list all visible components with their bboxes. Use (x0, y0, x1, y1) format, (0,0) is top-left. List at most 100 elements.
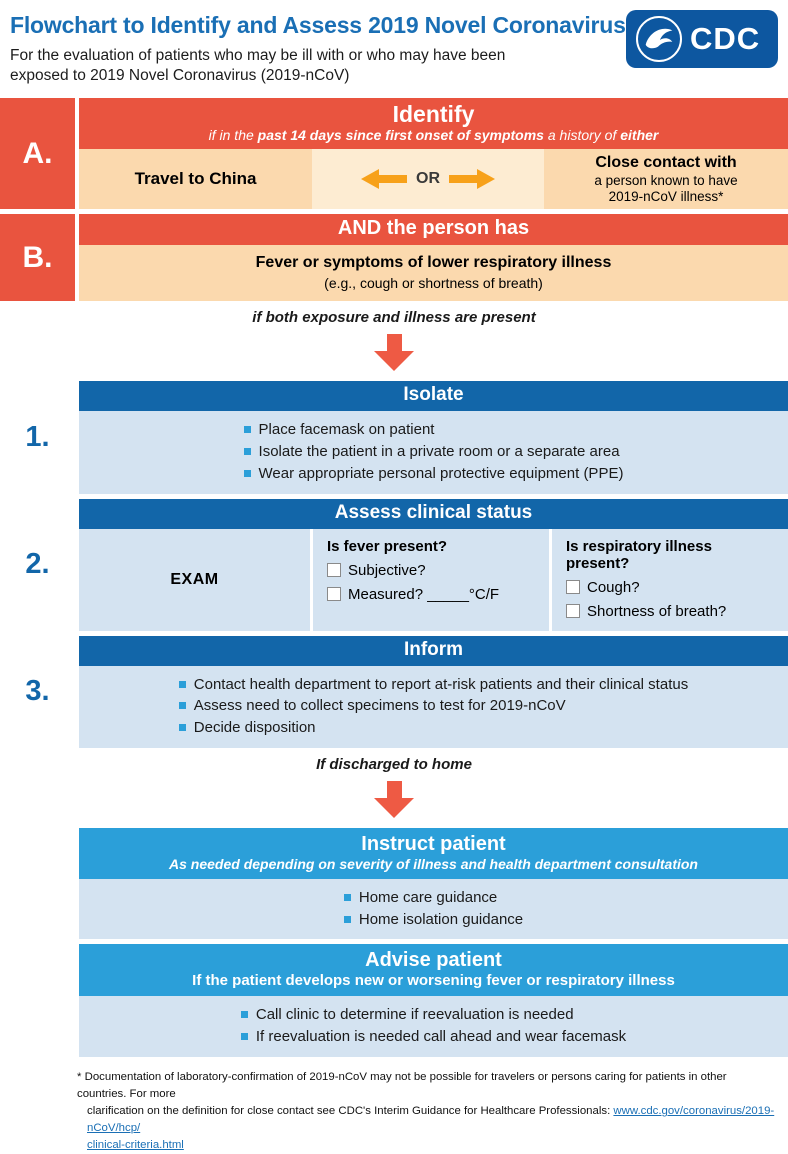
footnote-line1: * Documentation of laboratory-confirmati… (77, 1070, 727, 1101)
arrow-shaft (386, 334, 402, 352)
instruct-header: Instruct patient As needed depending on … (79, 827, 788, 879)
identify-title: Identify (392, 101, 475, 127)
instruct-bullet-list: Home care guidance Home isolation guidan… (343, 887, 523, 931)
list-item: Home isolation guidance (343, 909, 523, 931)
section-1-label: 1. (0, 381, 75, 494)
page-header: Flowchart to Identify and Assess 2019 No… (0, 10, 788, 98)
connector-text-exposure-illness: if both exposure and illness are present (252, 309, 536, 327)
fever-symptoms-text: Fever or symptoms of lower respiratory i… (255, 254, 612, 272)
fever-option-measured: Measured? _____°C/F (327, 586, 539, 603)
isolate-header: Isolate (79, 381, 788, 412)
section-a: A. Identify if in the past 14 days since… (0, 98, 788, 210)
identify-body: Travel to China OR Close contact with a … (79, 149, 788, 210)
identify-subtitle-text: if in the (208, 127, 258, 144)
close-contact-line3: 2019-nCoV illness* (608, 189, 724, 205)
list-item: If reevaluation is needed call ahead and… (240, 1026, 626, 1048)
respiratory-option-shortness: Shortness of breath? (566, 603, 778, 620)
connector-text-discharged-home: If discharged to home (316, 755, 472, 773)
fever-symptoms-body: Fever or symptoms of lower respiratory i… (79, 245, 788, 302)
identify-subtitle-text: a history of (543, 127, 621, 144)
isolate-bullet-list: Place facemask on patient Isolate the pa… (243, 419, 624, 485)
divider (549, 528, 552, 631)
list-item: Isolate the patient in a private room or… (243, 441, 624, 463)
section-b-label: B. (0, 214, 75, 302)
divider (310, 528, 313, 631)
footnote-line2: clarification on the definition for clos… (77, 1103, 779, 1137)
advise-bullet-list: Call clinic to determine if reevaluation… (240, 1004, 626, 1048)
section-3-inform: 3. Inform Contact health department to r… (0, 635, 788, 748)
divider (75, 944, 79, 1057)
close-contact-line2: a person known to have (594, 172, 738, 188)
instruct-subtitle: As needed depending on severity of illne… (169, 855, 698, 872)
divider (75, 98, 79, 210)
section-advise-patient: Advise patient If the patient develops n… (0, 944, 788, 1057)
divider (75, 635, 79, 748)
checkbox-icon (327, 563, 341, 578)
section-1-isolate: 1. Isolate Place facemask on patient Iso… (0, 381, 788, 494)
respiratory-option-cough: Cough? (566, 579, 778, 596)
inform-body: Contact health department to report at-r… (79, 665, 788, 748)
spacer-column (0, 944, 75, 1057)
section-2-label: 2. (0, 498, 75, 631)
section-instruct-patient: Instruct patient As needed depending on … (0, 827, 788, 940)
arrow-shaft (386, 780, 402, 798)
list-item: Assess need to collect specimens to test… (178, 695, 688, 717)
respiratory-question-column: Is respiratory illness present? Cough? S… (552, 529, 788, 631)
advise-header: Advise patient If the patient develops n… (79, 944, 788, 997)
cdc-hhs-logo: CDC (626, 10, 778, 68)
checkbox-icon (566, 604, 580, 619)
section-b: B. AND the person has Fever or symptoms … (0, 214, 788, 302)
cdc-logo-text: CDC (690, 21, 761, 56)
hhs-seal-icon (636, 16, 682, 62)
divider (75, 214, 79, 302)
fever-option-subjective: Subjective? (327, 562, 539, 579)
identify-subtitle: if in the past 14 days since first onset… (79, 127, 788, 143)
list-item: Call clinic to determine if reevaluation… (240, 1004, 626, 1026)
assess-header: Assess clinical status (79, 498, 788, 529)
down-arrow-icon (0, 780, 788, 818)
close-contact-line1: Close contact with (595, 153, 737, 171)
or-label: OR (416, 170, 440, 188)
instruct-body: Home care guidance Home isolation guidan… (79, 878, 788, 940)
divider (75, 827, 79, 940)
travel-to-china-cell: Travel to China (79, 149, 312, 210)
section-2-assess: 2. Assess clinical status EXAM Is fever … (0, 498, 788, 631)
advise-title: Advise patient (365, 949, 502, 972)
close-contact-cell: Close contact with a person known to hav… (544, 149, 788, 210)
option-label: Measured? _____°C/F (348, 585, 500, 603)
arrow-head (374, 351, 414, 372)
advise-subtitle: If the patient develops new or worsening… (192, 972, 675, 990)
isolate-body: Place facemask on patient Isolate the pa… (79, 411, 788, 494)
cdc-guidance-link-continued[interactable]: clinical-criteria.html (87, 1139, 184, 1152)
fever-question-column: Is fever present? Subjective? Measured? … (313, 529, 549, 631)
footnote: * Documentation of laboratory-confirmati… (77, 1069, 779, 1154)
advise-body: Call clinic to determine if reevaluation… (79, 996, 788, 1057)
footnote-line3: clinical-criteria.html (77, 1137, 779, 1154)
down-arrow-icon (0, 334, 788, 372)
list-item: Contact health department to report at-r… (178, 674, 688, 696)
fever-question: Is fever present? (327, 537, 448, 555)
checkbox-icon (566, 580, 580, 595)
inform-bullet-list: Contact health department to report at-r… (178, 674, 688, 739)
and-person-has-header: AND the person has (79, 214, 788, 246)
or-cell: OR (312, 149, 544, 210)
left-arrow-icon (361, 169, 407, 190)
option-label: Subjective? (348, 561, 426, 579)
arrow-head (374, 797, 414, 818)
divider (75, 381, 79, 494)
instruct-title: Instruct patient (361, 832, 506, 855)
inform-header: Inform (79, 635, 788, 666)
option-label: Shortness of breath? (587, 602, 727, 620)
page-subtitle: For the evaluation of patients who may b… (10, 47, 506, 85)
footnote-line2-text: clarification on the definition for clos… (87, 1105, 614, 1118)
assess-body: EXAM Is fever present? Subjective? Measu… (79, 528, 788, 631)
exam-label: EXAM (170, 570, 219, 588)
list-item: Home care guidance (343, 887, 523, 909)
section-3-label: 3. (0, 635, 75, 748)
identify-subtitle-bold: past 14 days since first onset of sympto… (257, 127, 544, 144)
checkbox-icon (327, 587, 341, 602)
list-item: Decide disposition (178, 717, 688, 739)
identify-header: Identify if in the past 14 days since fi… (79, 98, 788, 150)
list-item: Wear appropriate personal protective equ… (243, 463, 623, 485)
